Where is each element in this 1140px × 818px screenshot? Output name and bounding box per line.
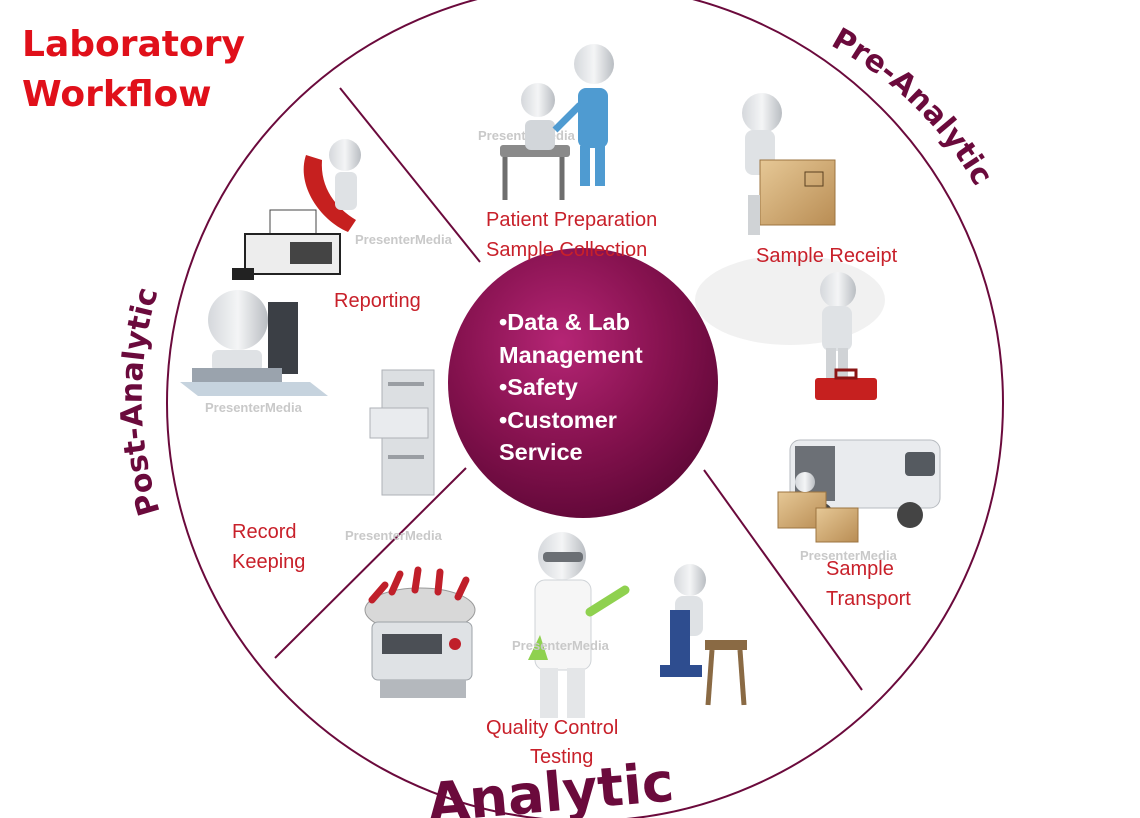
filing-cabinet-illustration: PresenterMedia: [345, 369, 443, 543]
label-keeping: Keeping: [232, 551, 305, 573]
title-line-2: Workflow: [22, 74, 212, 116]
phase-post-analytic: Post-Analytic: [115, 284, 168, 520]
label-patient-preparation: Patient Preparation: [486, 209, 657, 231]
microscope-illustration: [660, 564, 747, 706]
watermark-text: PresenterMedia: [800, 548, 898, 563]
computer-user-illustration: PresenterMedia: [180, 290, 328, 415]
watermark-text: PresenterMedia: [345, 528, 443, 543]
center-hub: [448, 248, 718, 518]
divider-line: [274, 467, 467, 659]
toolbox-illustration: [695, 255, 885, 400]
hub-line-data-lab: •Data & Lab: [499, 309, 630, 335]
watermark-text: PresenterMedia: [205, 400, 303, 415]
hub-line-management: Management: [499, 342, 643, 368]
box-carrier-illustration: [742, 93, 836, 235]
label-testing: Testing: [530, 746, 593, 768]
title-line-1: Laboratory: [22, 24, 245, 65]
patient-nurse-illustration: PresenterMedia: [478, 44, 614, 200]
centrifuge-illustration: [364, 566, 476, 698]
diagram-title: Laboratory Workflow: [22, 20, 245, 121]
label-sample-collection: Sample Collection: [486, 239, 647, 261]
hub-line-customer: •Customer: [499, 407, 617, 433]
hub-line-safety: •Safety: [499, 374, 578, 400]
divider-line: [703, 469, 863, 691]
phase-post-analytic-text: Post-Analytic: [115, 284, 168, 520]
label-quality-control: Quality Control: [486, 717, 618, 739]
scientist-illustration: PresenterMedia: [512, 532, 630, 718]
delivery-van-illustration: PresenterMedia: [777, 439, 941, 563]
watermark-text: PresenterMedia: [355, 232, 453, 247]
label-reporting: Reporting: [334, 290, 421, 312]
fax-phone-illustration: PresenterMedia: [232, 139, 453, 280]
label-sample-receipt: Sample Receipt: [756, 245, 898, 267]
label-sample-transport-2: Transport: [826, 588, 911, 610]
watermark-text: PresenterMedia: [512, 638, 610, 653]
label-record: Record: [232, 521, 296, 543]
divider-line: [339, 87, 481, 263]
label-sample-transport-1: Sample: [826, 558, 894, 580]
hub-line-service: Service: [499, 439, 583, 465]
